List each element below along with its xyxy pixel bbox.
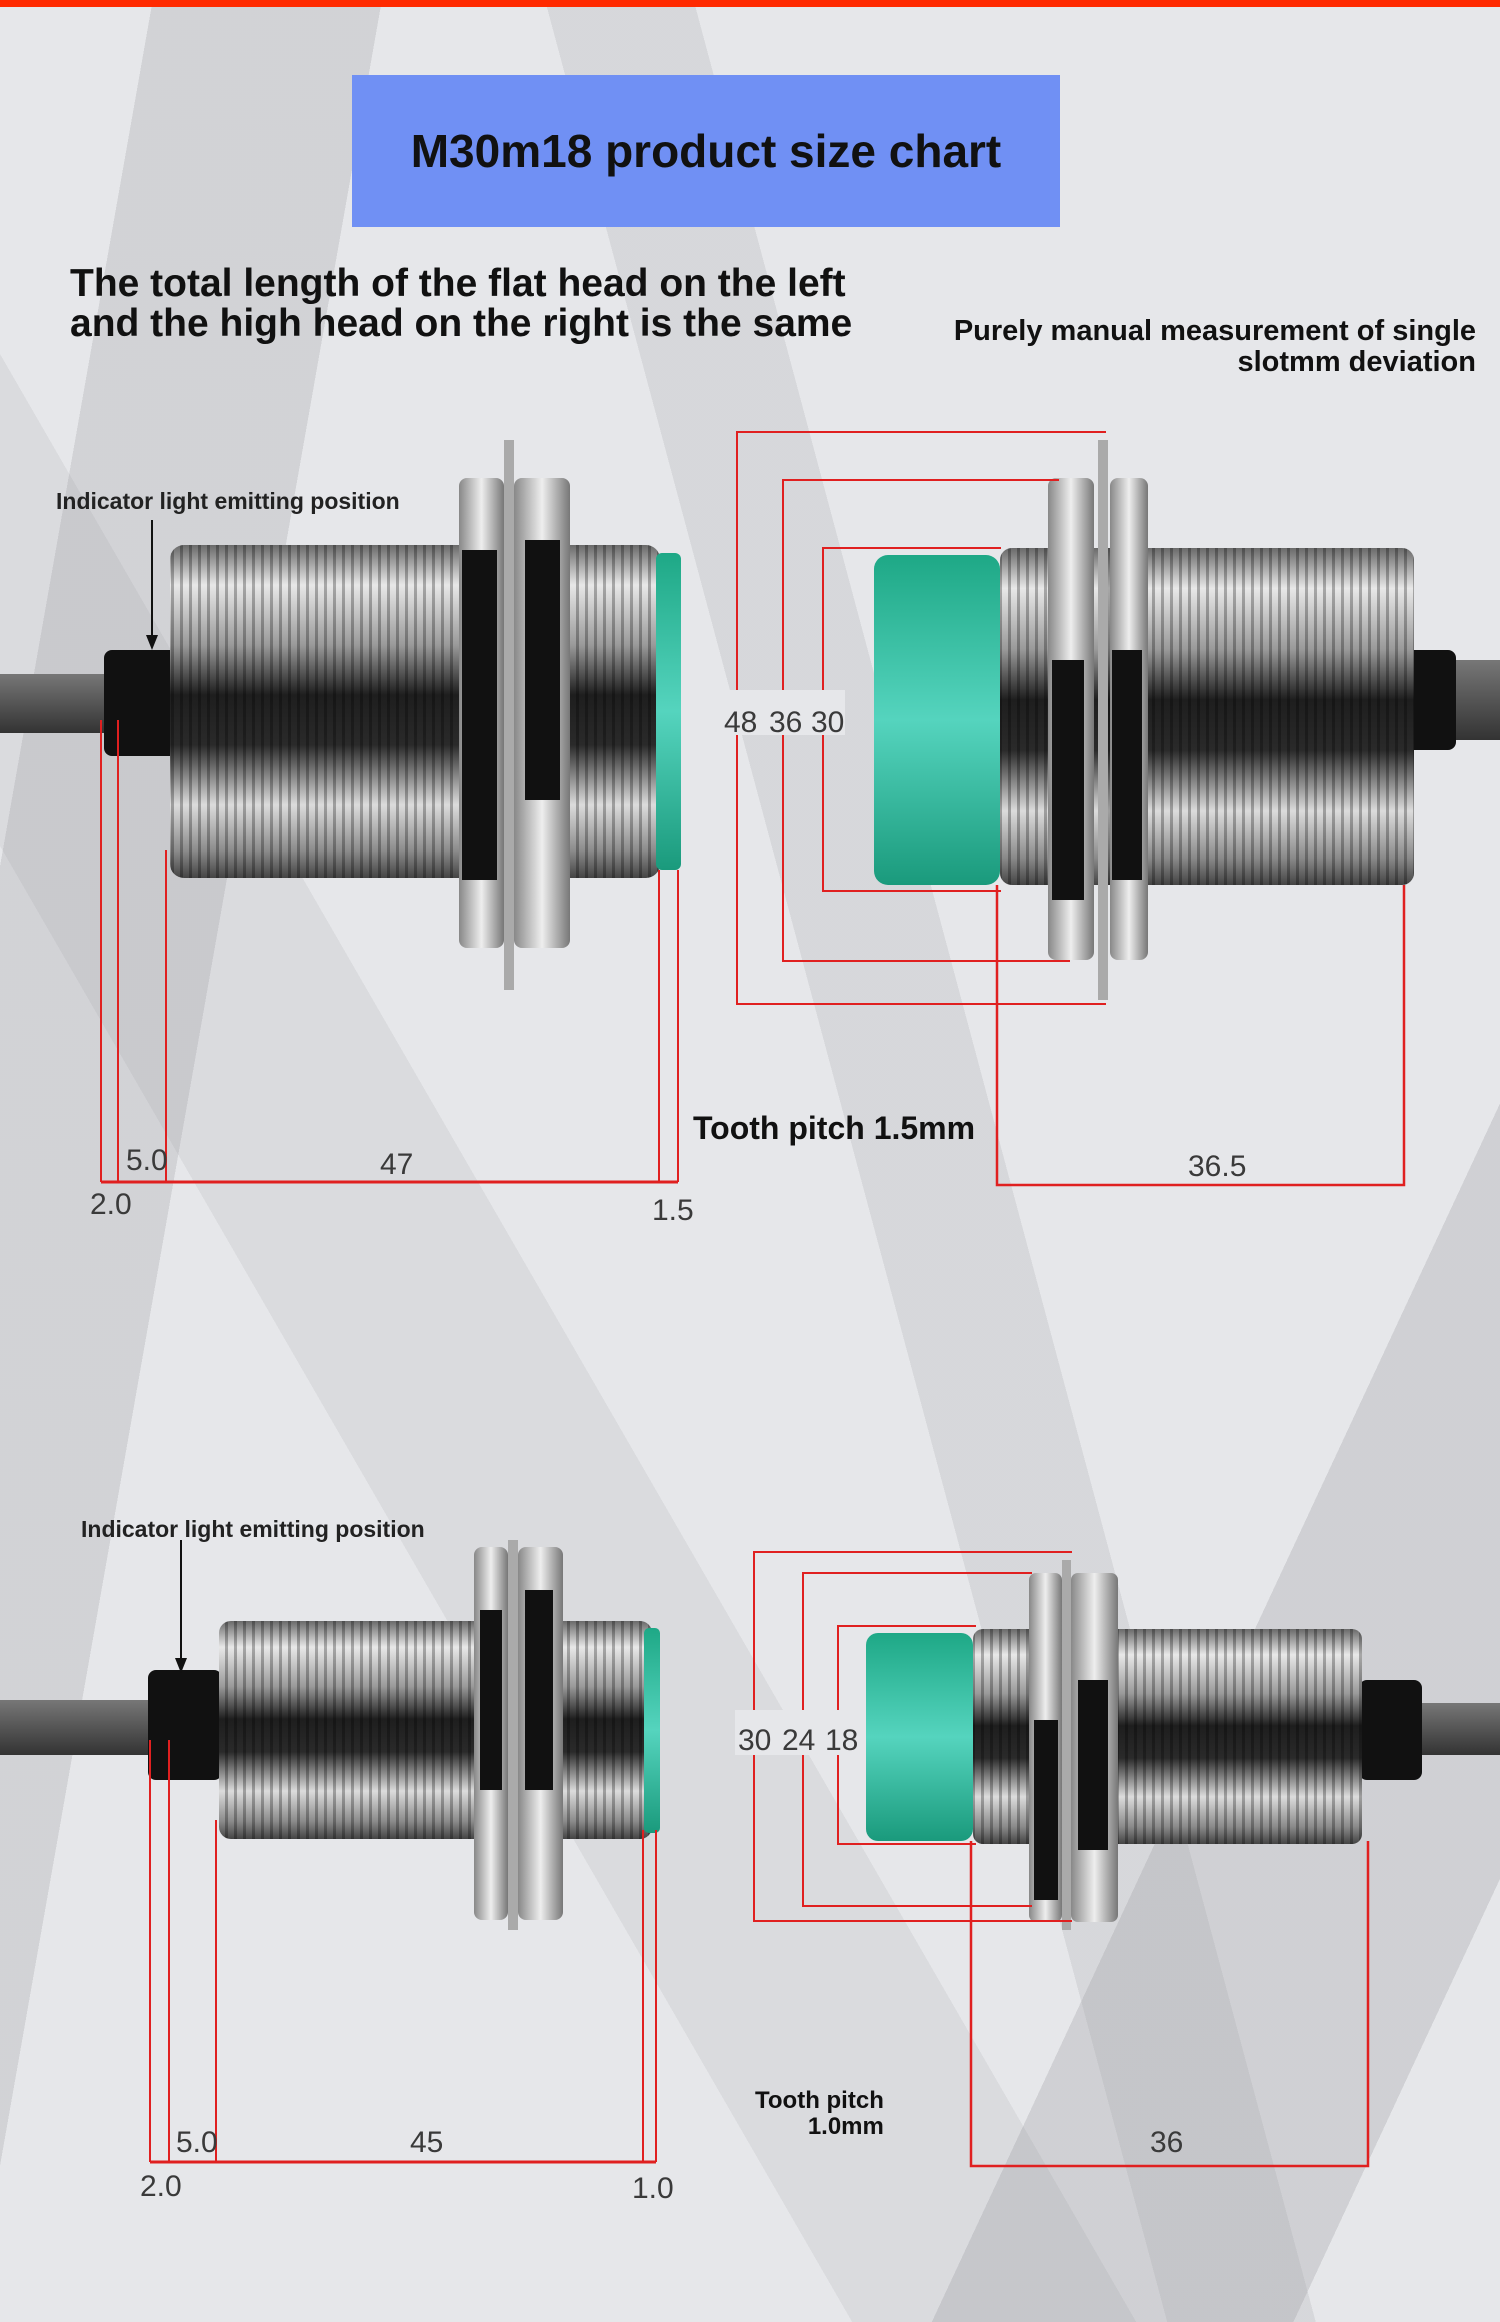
subtitle-line: The total length of the flat head on the… (70, 262, 846, 305)
dim-label: 5.0 (176, 2126, 218, 2159)
m30-flat-sensor (0, 440, 681, 990)
subtitle-line: and the high head on the right is the sa… (70, 302, 853, 345)
title-banner: M30m18 product size chart (352, 75, 1060, 227)
dim-label: 36.5 (1188, 1150, 1246, 1183)
dim-label: 45 (410, 2126, 443, 2159)
dim-label: 36 (1150, 2126, 1183, 2159)
pitch-line: Tooth pitch (755, 2087, 884, 2114)
dim-label: 30 (811, 706, 844, 739)
m30-high-sensor (874, 440, 1500, 1000)
dim-label: 1.5 (652, 1194, 694, 1227)
m30-flat-dimensions: 5.0 47 2.0 1.5 (90, 520, 694, 1227)
indicator-label-m30: Indicator light emitting position (56, 488, 400, 514)
note-line: slotmm deviation (1237, 346, 1477, 378)
note-line: Purely manual measurement of single (953, 315, 1476, 347)
dim-label: 36 (769, 706, 802, 739)
dim-label: 5.0 (126, 1144, 168, 1177)
page-title: M30m18 product size chart (410, 125, 1002, 177)
dim-label: 2.0 (90, 1188, 132, 1221)
pitch-line: 1.0mm (807, 2113, 884, 2140)
m18-high-sensor (866, 1560, 1500, 1930)
tooth-pitch-m30: Tooth pitch 1.5mm (693, 1110, 976, 1146)
top-accent-bar (0, 0, 1500, 7)
dim-label: 48 (724, 706, 757, 739)
m30-high-dimensions: 48 36 30 36.5 (724, 431, 1406, 1187)
indicator-label-m18: Indicator light emitting position (81, 1516, 425, 1542)
m18-flat-sensor (0, 1540, 660, 1930)
dim-label: 1.0 (632, 2172, 674, 2205)
subtitle: The total length of the flat head on the… (70, 264, 852, 344)
dim-label: 18 (825, 1724, 858, 1757)
dim-label: 30 (738, 1724, 771, 1757)
dim-label: 2.0 (140, 2170, 182, 2203)
dim-label: 24 (782, 1724, 815, 1757)
m18-flat-dimensions: 5.0 45 2.0 1.0 (140, 1540, 674, 2205)
m18-high-dimensions: 30 24 18 36 (735, 1551, 1370, 2168)
dim-label: 47 (380, 1148, 413, 1181)
